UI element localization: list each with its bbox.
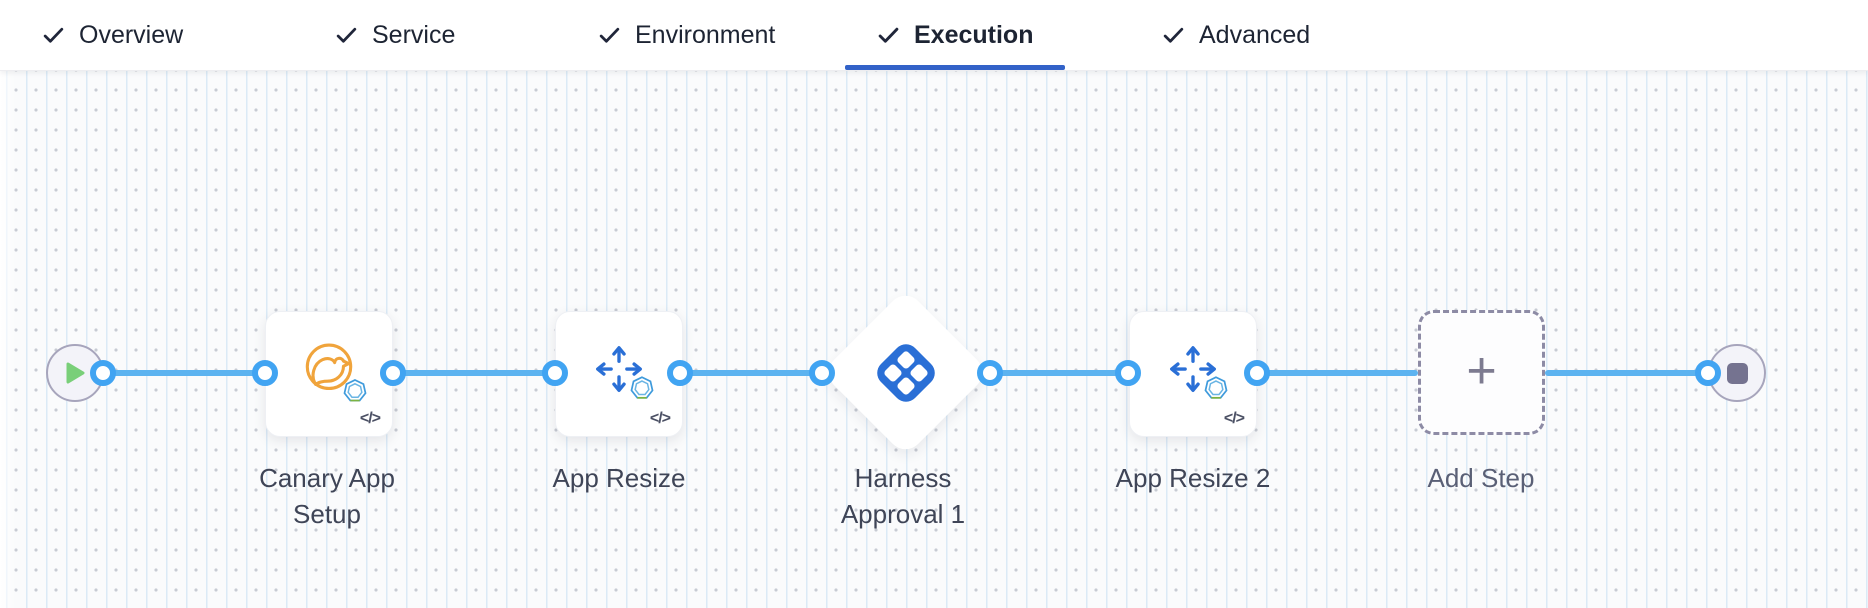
check-icon bbox=[1163, 27, 1184, 43]
connector-dot[interactable] bbox=[667, 360, 693, 386]
canvas-left-fade bbox=[0, 70, 16, 608]
resize-arrows-icon bbox=[596, 346, 642, 393]
pipeline-canvas[interactable]: </> </> bbox=[0, 70, 1868, 608]
tab-environment[interactable]: Environment bbox=[598, 0, 775, 70]
step-node-app-resize[interactable]: </> bbox=[555, 311, 683, 437]
code-view-icon: </> bbox=[1223, 410, 1245, 427]
connector-dot[interactable] bbox=[542, 360, 568, 386]
edge-addstep-to-end bbox=[1545, 370, 1708, 376]
resize-arrows-icon bbox=[1170, 346, 1216, 393]
tab-service[interactable]: Service bbox=[335, 0, 455, 70]
tab-execution-active[interactable]: Execution bbox=[845, 0, 1066, 70]
edge-approval-to-resize2 bbox=[990, 370, 1128, 376]
check-icon bbox=[599, 27, 620, 43]
wizard-tab-bar: Overview Service Environment Execution A… bbox=[0, 0, 1868, 71]
connector-dot[interactable] bbox=[380, 360, 406, 386]
step-label-harness-approval: Harness Approval 1 bbox=[840, 463, 966, 529]
plus-icon: + bbox=[1466, 341, 1497, 400]
edge-canary-to-resize bbox=[393, 370, 555, 376]
check-icon bbox=[878, 27, 899, 43]
tab-label: Service bbox=[372, 20, 456, 49]
add-step-label: Add Step bbox=[1427, 463, 1535, 493]
add-step-button[interactable]: + bbox=[1418, 310, 1545, 435]
tab-label: Advanced bbox=[1199, 20, 1311, 49]
code-view-icon: </> bbox=[359, 410, 381, 427]
step-label-app-resize-2: App Resize 2 bbox=[1115, 463, 1271, 493]
step-node-harness-approval[interactable] bbox=[821, 288, 990, 457]
edge-start-to-canary bbox=[103, 370, 265, 376]
connector-dot[interactable] bbox=[809, 360, 835, 386]
check-icon bbox=[336, 27, 357, 43]
tab-label: Environment bbox=[635, 20, 776, 49]
connector-dot[interactable] bbox=[1695, 360, 1721, 386]
connector-dot[interactable] bbox=[977, 360, 1003, 386]
step-node-app-resize-2[interactable]: </> bbox=[1129, 311, 1257, 437]
edge-resize2-to-addstep bbox=[1257, 370, 1418, 376]
connector-dot[interactable] bbox=[252, 360, 278, 386]
connector-dot[interactable] bbox=[1244, 360, 1270, 386]
tab-label: Execution bbox=[914, 20, 1034, 49]
canary-bird-icon bbox=[305, 343, 353, 391]
stop-icon bbox=[1726, 362, 1748, 384]
active-tab-underline bbox=[845, 65, 1066, 70]
code-view-icon: </> bbox=[649, 410, 671, 427]
step-label-app-resize: App Resize bbox=[552, 463, 686, 493]
connector-dot[interactable] bbox=[1115, 360, 1141, 386]
play-icon bbox=[66, 362, 85, 384]
check-icon bbox=[43, 27, 64, 43]
tab-overview[interactable]: Overview bbox=[42, 0, 183, 70]
step-node-canary-app-setup[interactable]: </> bbox=[265, 311, 393, 437]
edge-resize-to-approval bbox=[680, 370, 822, 376]
tab-label: Overview bbox=[79, 20, 184, 49]
hexagon-badge-icon bbox=[630, 376, 654, 399]
step-label-canary-app-setup: Canary App Setup bbox=[259, 463, 395, 529]
hexagon-badge-icon bbox=[343, 379, 367, 402]
connector-dot[interactable] bbox=[90, 360, 116, 386]
tab-advanced[interactable]: Advanced bbox=[1162, 0, 1310, 70]
hexagon-badge-icon bbox=[1204, 376, 1228, 399]
